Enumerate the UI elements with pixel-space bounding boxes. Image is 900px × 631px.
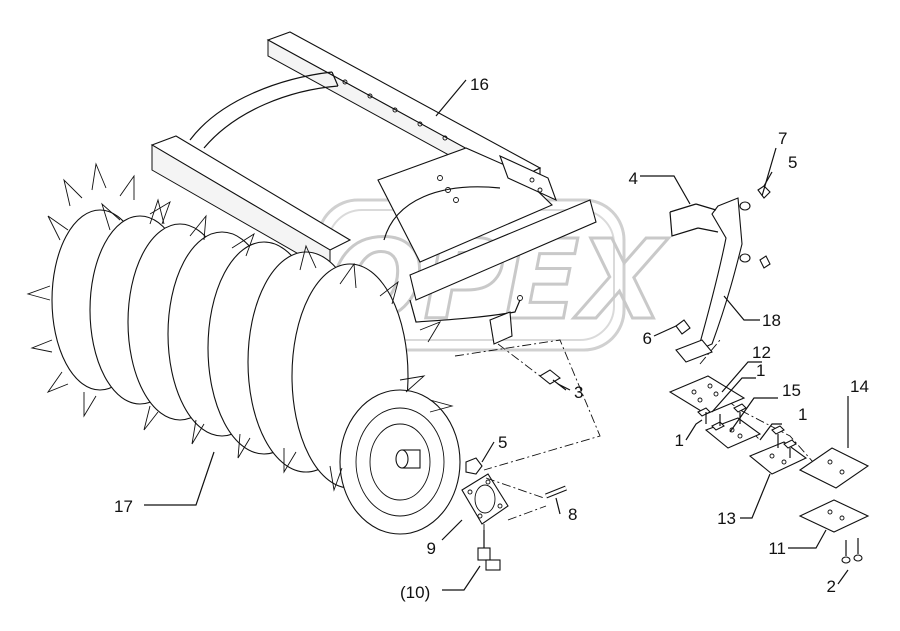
pin-part-8 xyxy=(545,485,567,499)
callout-5-upper: 5 xyxy=(788,153,797,172)
scraper-plate-part-13 xyxy=(748,441,808,475)
callout-10: (10) xyxy=(400,583,430,602)
callout-11: 11 xyxy=(768,539,786,558)
roller-bracket xyxy=(377,147,597,345)
callout-9: 9 xyxy=(427,539,436,558)
callout-1-a: 1 xyxy=(756,361,765,380)
callout-7: 7 xyxy=(778,129,787,148)
callout-5-lower: 5 xyxy=(498,433,507,452)
leader-lines xyxy=(144,79,849,591)
callout-1-c: 1 xyxy=(798,405,807,424)
callout-17: 17 xyxy=(114,497,133,516)
callout-6: 6 xyxy=(643,329,652,348)
bearing-flange-part-9 xyxy=(461,473,509,525)
callout-18: 18 xyxy=(762,311,781,330)
scraper-arm-assembly xyxy=(669,185,771,363)
star-roller-part-17 xyxy=(26,162,461,535)
carriage-bolts-part-1 xyxy=(697,403,797,458)
scraper-blade-part-15 xyxy=(704,417,762,449)
callout-labels: 16 4 7 5 6 18 12 1 1 15 1 14 13 11 2 3 5… xyxy=(114,75,869,602)
callout-15: 15 xyxy=(782,381,801,400)
callout-14: 14 xyxy=(850,377,869,396)
callout-2: 2 xyxy=(827,577,836,596)
nut-part-5 xyxy=(465,457,483,475)
callout-4: 4 xyxy=(629,169,638,188)
callout-12: 12 xyxy=(752,343,771,362)
bolts-part-2 xyxy=(841,538,863,564)
scraper-plate-part-12 xyxy=(668,375,746,415)
bolt-part-3 xyxy=(539,369,567,391)
callout-13: 13 xyxy=(717,509,736,528)
callout-16: 16 xyxy=(470,75,489,94)
callout-3: 3 xyxy=(574,383,583,402)
callout-1-b: 1 xyxy=(675,431,684,450)
callout-8: 8 xyxy=(568,505,577,524)
grease-nipple-part-10 xyxy=(477,530,501,571)
scraper-plate-part-11 xyxy=(798,499,870,533)
scraper-plate-part-14 xyxy=(798,447,870,489)
